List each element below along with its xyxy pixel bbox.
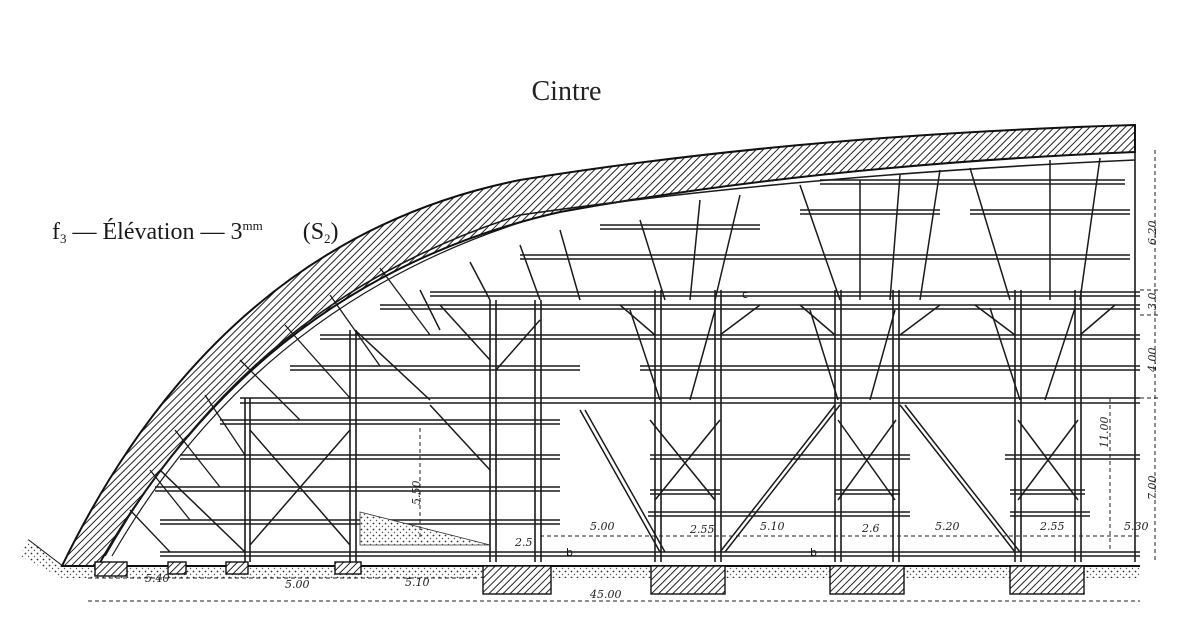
caption-sheet-index: 2 xyxy=(324,231,331,246)
point-c: c xyxy=(742,288,749,301)
soil-heap xyxy=(359,511,491,546)
dim-bay-2: 2.55 xyxy=(690,523,715,536)
caption-sheet-close: ) xyxy=(330,219,339,245)
point-b-1: b xyxy=(566,546,573,559)
dimension-lines xyxy=(88,150,1160,602)
dim-total: 45.00 xyxy=(590,588,622,601)
caption-index: 3 xyxy=(60,231,67,246)
page-title: Cintre xyxy=(531,76,602,107)
arch-vault xyxy=(60,123,1136,567)
caption-middle: — Élévation — 3 xyxy=(72,219,243,245)
dim-bottom-3: 5.10 xyxy=(405,576,430,589)
dim-vertical-550: 5.50 xyxy=(410,480,423,506)
dim-right-1: 6.20 xyxy=(1146,220,1159,246)
dim-right-3: 4.00 xyxy=(1146,347,1159,373)
dim-right-4: 11.00 xyxy=(1098,416,1111,449)
caption-prefix: f xyxy=(52,219,60,245)
figure-caption: f3 — Élévation — 3mm (S2) xyxy=(52,218,339,247)
dim-right-5: 7.00 xyxy=(1146,475,1159,501)
dim-bay-7: 5.30 xyxy=(1124,520,1149,533)
footings xyxy=(94,561,1085,595)
dim-bottom-2: 5.00 xyxy=(285,578,310,591)
dim-bay-3: 5.10 xyxy=(760,520,785,533)
dim-small: 2.5 xyxy=(515,536,533,549)
dim-bay-5: 5.20 xyxy=(935,520,960,533)
ground xyxy=(20,539,1140,578)
dim-bottom-1: 5.40 xyxy=(145,572,170,585)
centering-frame xyxy=(104,150,1140,562)
point-b-2: b xyxy=(810,546,817,559)
dim-bay-6: 2.55 xyxy=(1040,520,1065,533)
dim-bay-4: 2.6 xyxy=(862,522,880,535)
caption-sheet: (S xyxy=(302,219,325,245)
caption-unit: mm xyxy=(242,218,263,233)
dim-right-2: 3.0 xyxy=(1146,292,1159,311)
dim-bay-1: 5.00 xyxy=(590,520,615,533)
